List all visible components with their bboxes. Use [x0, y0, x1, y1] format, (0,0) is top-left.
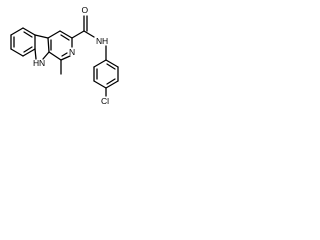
carbonyl-oxygen-label: O [82, 5, 89, 15]
chlorine-label: Cl [101, 96, 109, 106]
amide-nitrogen-label: N [96, 36, 102, 46]
benzene-ring [10, 27, 36, 57]
carboxamide-group [71, 15, 95, 39]
amide-hydrogen-label: H [102, 36, 108, 46]
chlorophenyl-ring [93, 45, 119, 97]
pyridine-nitrogen-label: N [69, 47, 75, 57]
indole-hydrogen-label: H [33, 58, 39, 68]
indole-nitrogen-label: N [39, 58, 45, 68]
chemical-structure-diagram: O N H N H N Cl [10, 5, 119, 106]
pyridine-ring [47, 30, 73, 61]
pyrrole-ring [34, 34, 50, 60]
